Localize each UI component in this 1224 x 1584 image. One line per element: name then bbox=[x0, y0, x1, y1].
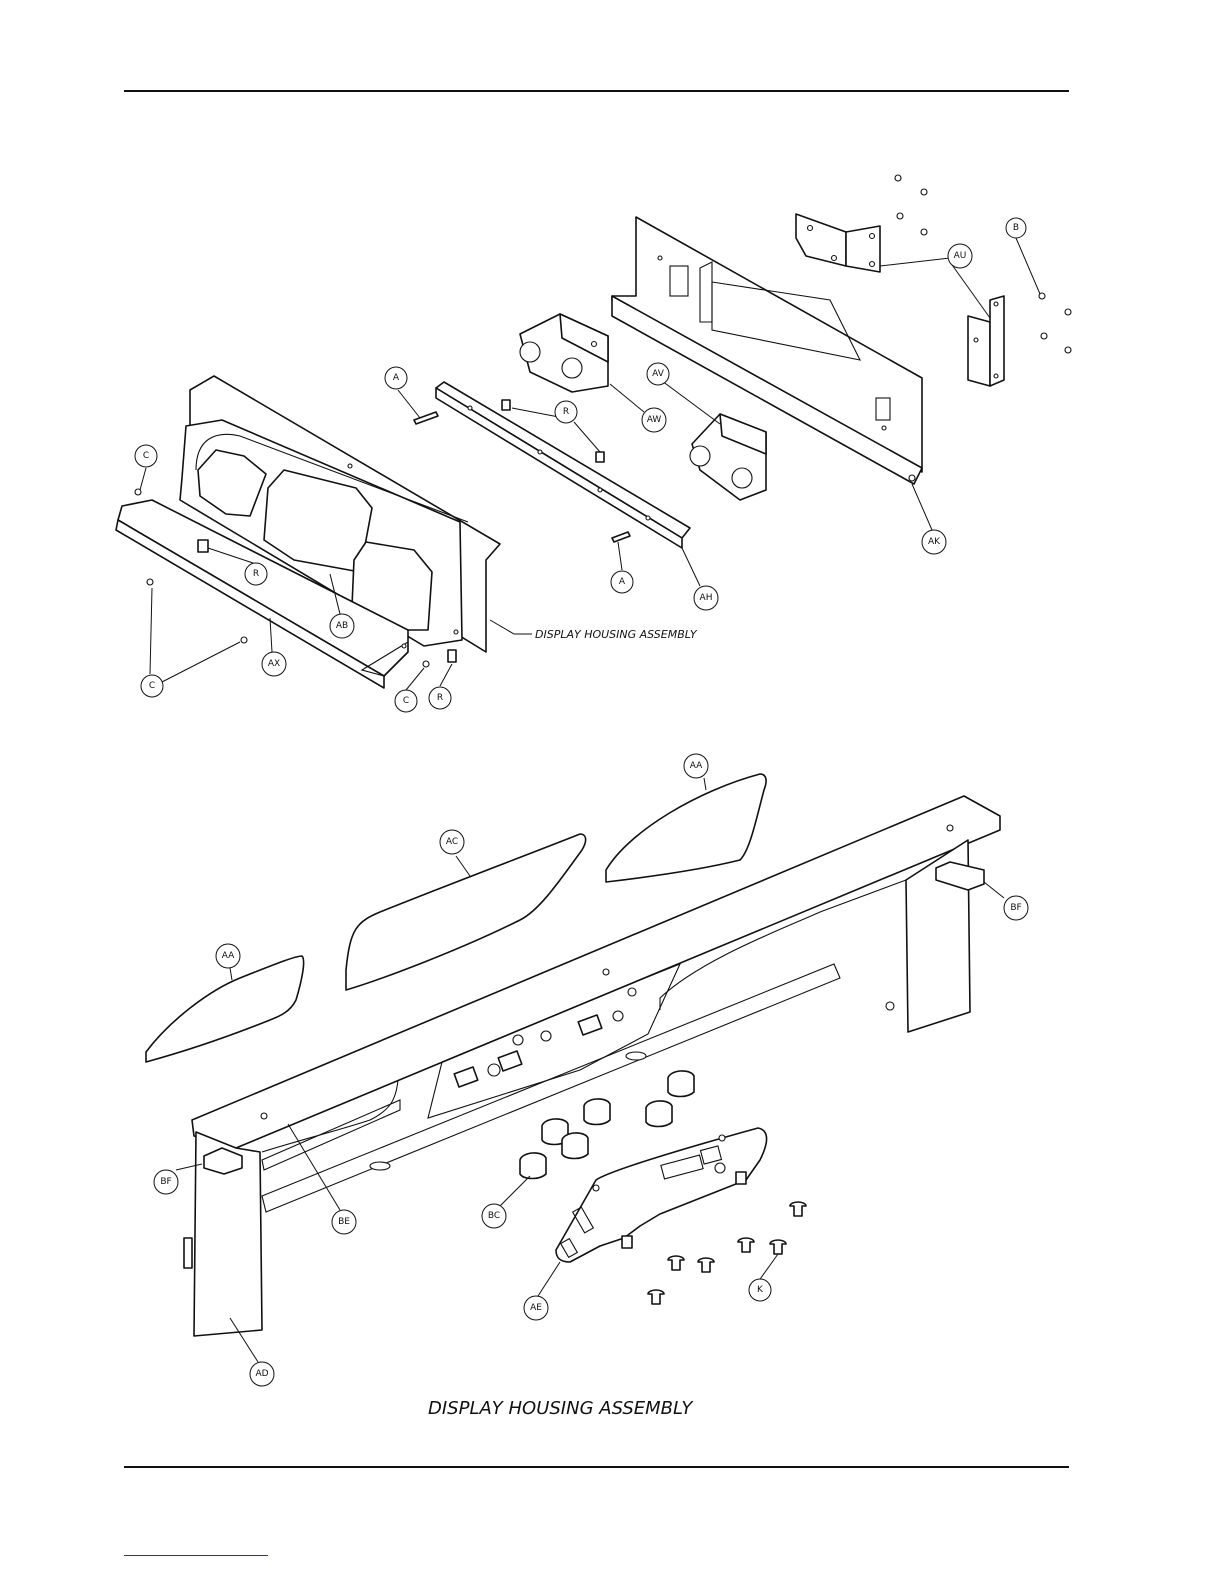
svg-text:AH: AH bbox=[700, 593, 713, 603]
callout-ac: AC bbox=[440, 830, 464, 854]
callout-a-upper: A bbox=[385, 367, 407, 389]
upper-caption: DISPLAY HOUSING ASSEMBLY bbox=[535, 628, 698, 641]
svg-text:AB: AB bbox=[336, 621, 348, 631]
callout-c-left: C bbox=[141, 675, 163, 697]
callout-aa-left: AA bbox=[216, 944, 240, 968]
bracket-au-upper bbox=[796, 214, 880, 272]
callout-c-right: C bbox=[395, 690, 417, 712]
callout-ad: AD bbox=[250, 1362, 274, 1386]
svg-text:AD: AD bbox=[255, 1369, 268, 1379]
callout-be: BE bbox=[332, 1210, 356, 1234]
callout-ak: AK bbox=[922, 530, 946, 554]
callout-r-mid: R bbox=[245, 563, 267, 585]
callout-k: K bbox=[749, 1279, 771, 1301]
svg-text:R: R bbox=[253, 569, 259, 579]
svg-text:AW: AW bbox=[647, 415, 662, 425]
lens-aa-left bbox=[146, 956, 304, 1062]
callout-a-lower: A bbox=[611, 571, 633, 593]
callout-aa-right: AA bbox=[684, 754, 708, 778]
svg-text:R: R bbox=[437, 693, 443, 703]
svg-text:AV: AV bbox=[652, 369, 665, 379]
screws-k bbox=[648, 1202, 806, 1304]
svg-text:C: C bbox=[403, 696, 409, 706]
callout-bf-right: BF bbox=[1004, 896, 1028, 920]
callout-bf-left: BF bbox=[154, 1170, 178, 1194]
svg-text:BF: BF bbox=[160, 1177, 171, 1187]
svg-text:A: A bbox=[393, 373, 400, 383]
callout-ax: AX bbox=[262, 652, 286, 676]
svg-text:AC: AC bbox=[446, 837, 458, 847]
callout-av: AV bbox=[647, 363, 669, 385]
callout-ae: AE bbox=[524, 1296, 548, 1320]
callout-au: AU bbox=[948, 244, 972, 268]
motor-mount-aw bbox=[520, 314, 608, 392]
footer-link-underline bbox=[124, 1555, 268, 1556]
lower-caption: DISPLAY HOUSING ASSEMBLY bbox=[428, 1398, 694, 1419]
callout-aw: AW bbox=[642, 408, 666, 432]
svg-text:AK: AK bbox=[928, 537, 941, 547]
svg-text:B: B bbox=[1013, 223, 1019, 233]
svg-text:BE: BE bbox=[338, 1217, 350, 1227]
housing-frame-ad bbox=[184, 796, 1000, 1336]
svg-text:AU: AU bbox=[954, 251, 967, 261]
callout-ab: AB bbox=[330, 614, 354, 638]
svg-text:BC: BC bbox=[488, 1211, 500, 1221]
lens-ac-center bbox=[346, 834, 586, 990]
svg-text:C: C bbox=[143, 451, 149, 461]
footer-rule bbox=[124, 1466, 1069, 1468]
svg-text:A: A bbox=[619, 577, 626, 587]
callout-bc: BC bbox=[482, 1204, 506, 1228]
callout-b: B bbox=[1006, 218, 1026, 238]
svg-text:R: R bbox=[563, 407, 569, 417]
lower-exploded-view: AA AC AA BF BF BE BC AE bbox=[146, 754, 1028, 1419]
svg-text:AA: AA bbox=[222, 951, 235, 961]
svg-text:AX: AX bbox=[268, 659, 280, 669]
callout-ah: AH bbox=[694, 586, 718, 610]
upper-exploded-view: B AU A R AW AV C AK bbox=[116, 175, 1071, 712]
svg-text:AA: AA bbox=[690, 761, 703, 771]
callout-c-upper: C bbox=[135, 445, 157, 467]
callout-r-upper: R bbox=[555, 401, 577, 423]
motor-mount-av bbox=[690, 414, 766, 500]
svg-text:AE: AE bbox=[530, 1303, 542, 1313]
lens-aa-right bbox=[606, 774, 766, 882]
callout-r-lower: R bbox=[429, 687, 451, 709]
bracket-au-lower bbox=[968, 296, 1004, 386]
svg-text:C: C bbox=[149, 681, 155, 691]
svg-text:BF: BF bbox=[1010, 903, 1021, 913]
